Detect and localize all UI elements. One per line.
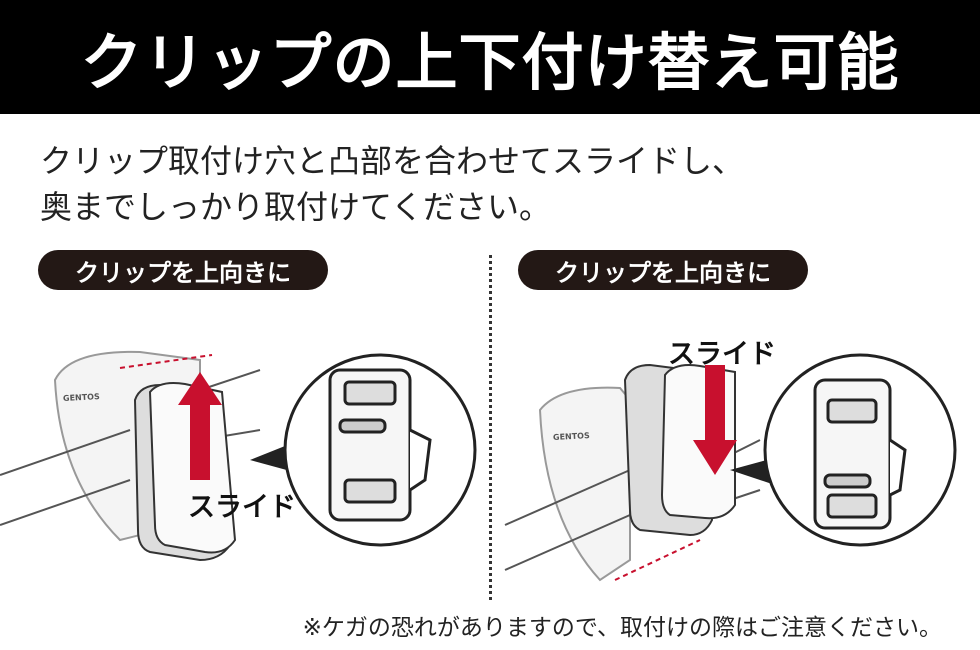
left-headlamp-illustration <box>0 350 261 562</box>
instruction-line-2: 奥までしっかり取付けてください。 <box>40 188 552 226</box>
page-title: クリップの上下付け替え可能 <box>80 26 900 99</box>
down-arrow-icon <box>693 365 737 475</box>
caution-note: ※ケガの恐れがありますので、取付けの際はご注意ください。 <box>302 615 942 641</box>
left-panel-label: クリップを上向きに <box>38 250 328 290</box>
up-arrow-icon <box>178 372 222 480</box>
left-magnified-clip <box>283 353 477 547</box>
instruction-text: クリップ取付け穴と凸部を合わせてスライドし、 奥までしっかり取付けてください。 <box>40 138 744 230</box>
right-panel-label: クリップを上向きに <box>518 250 808 290</box>
instruction-line-1: クリップ取付け穴と凸部を合わせてスライドし、 <box>40 142 745 180</box>
right-headlamp-brand: GENTOS <box>552 431 590 442</box>
header-bar: クリップの上下付け替え可能 <box>0 0 980 114</box>
left-slide-label: スライド <box>188 492 296 523</box>
right-slide-label: スライド <box>668 339 776 370</box>
right-magnified-clip <box>763 353 957 547</box>
left-headlamp-brand: GENTOS <box>62 392 100 403</box>
dotted-divider <box>489 255 492 600</box>
